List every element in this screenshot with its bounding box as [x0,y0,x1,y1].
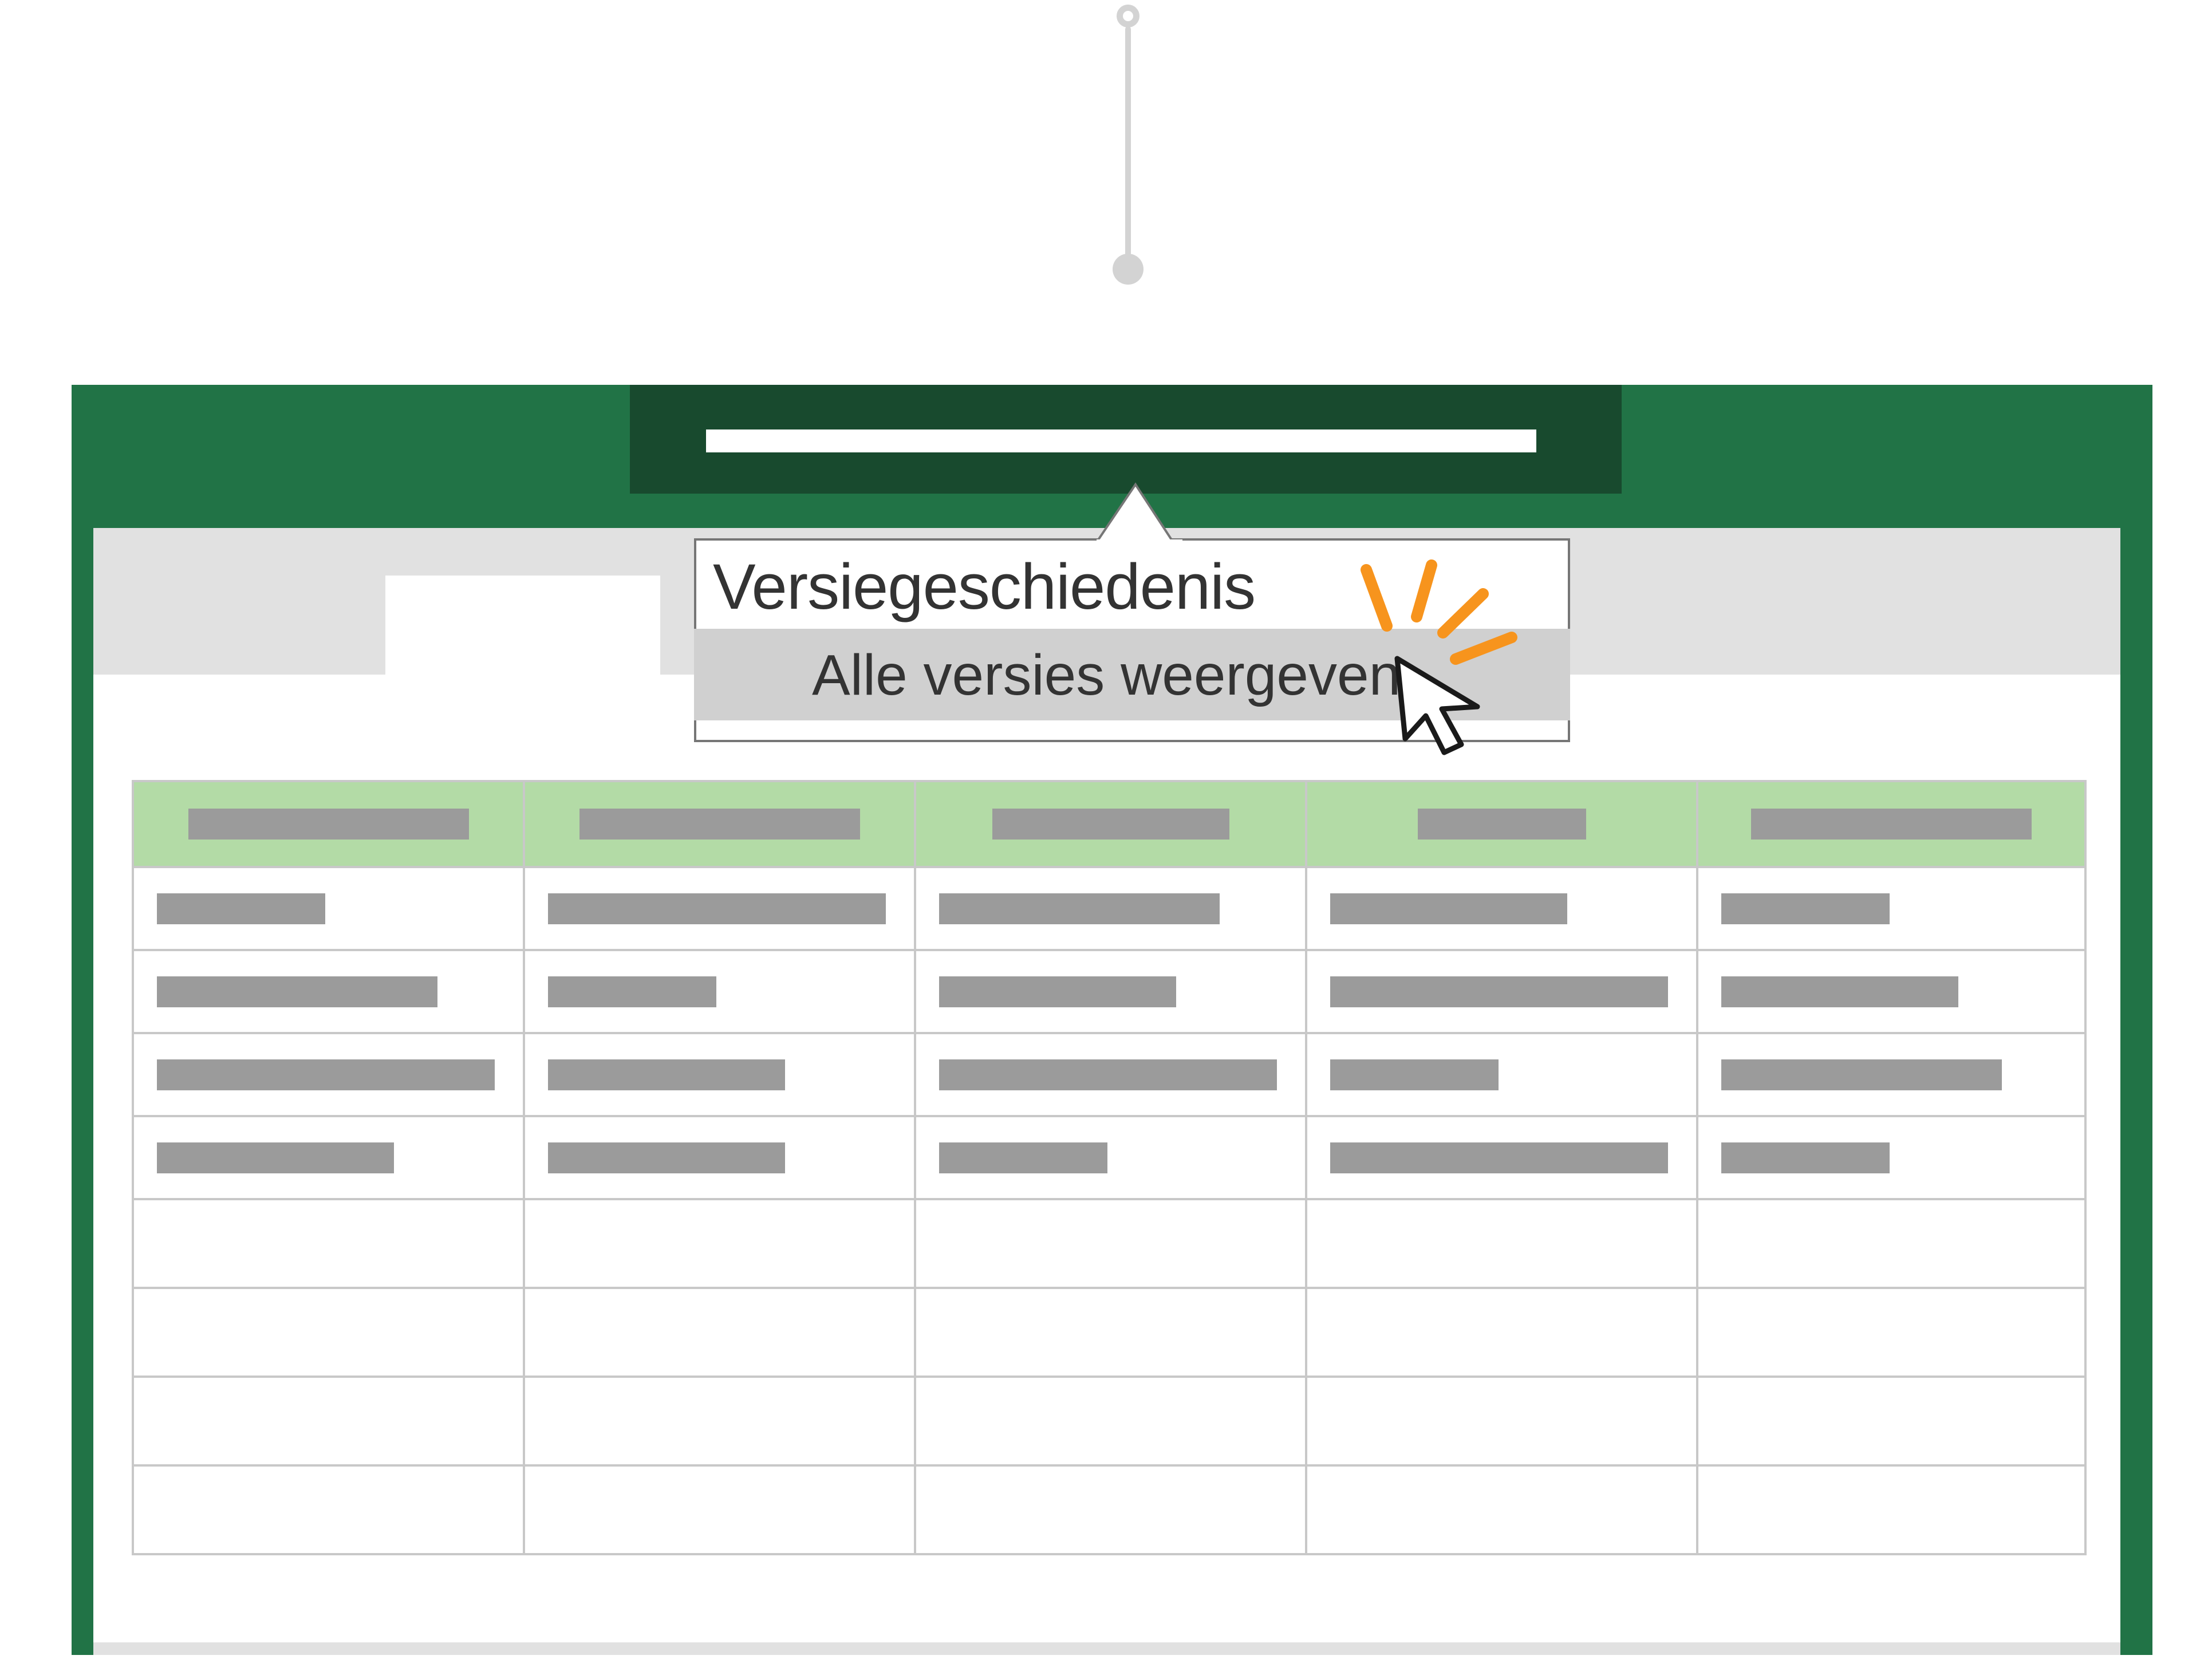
view-all-versions-label: Alle versies weergeven [812,643,1401,707]
header-cell[interactable] [523,780,916,868]
table-cell[interactable] [1696,1287,2087,1378]
table-cell[interactable] [1696,866,2087,951]
table-cell[interactable] [1696,1376,2087,1467]
table-row [132,1376,2087,1467]
file-name-placeholder [706,429,1536,452]
table-cell[interactable] [523,1464,916,1555]
table-cell[interactable] [132,1115,525,1200]
table-row [132,866,2087,951]
table-cell[interactable] [1305,1287,1698,1378]
table-header-row [132,780,2087,868]
pin-icon [1113,254,1144,285]
table-cell[interactable] [1305,866,1698,951]
table-row [132,1198,2087,1289]
header-cell[interactable] [914,780,1307,868]
table-row [132,1464,2087,1555]
table-cell[interactable] [1305,1115,1698,1200]
ribbon-tab-active[interactable] [385,576,660,675]
table-cell[interactable] [523,1032,916,1117]
pin-string [1125,26,1131,267]
table-cell[interactable] [1696,1115,2087,1200]
table-cell[interactable] [523,1115,916,1200]
table-cell[interactable] [1696,1464,2087,1555]
table-cell[interactable] [523,1287,916,1378]
table-cell[interactable] [523,1376,916,1467]
table-cell[interactable] [1305,1032,1698,1117]
table-cell[interactable] [523,1198,916,1289]
table-cell[interactable] [914,1115,1307,1200]
table-row [132,949,2087,1034]
table-cell[interactable] [523,866,916,951]
table-cell[interactable] [914,1376,1307,1467]
table-cell[interactable] [1696,1032,2087,1117]
table-cell[interactable] [914,1287,1307,1378]
table-cell[interactable] [914,1032,1307,1117]
table-cell[interactable] [1305,1464,1698,1555]
table-row [132,1032,2087,1117]
table-cell[interactable] [914,949,1307,1034]
table-cell[interactable] [914,1464,1307,1555]
menu-title: Versiegeschiedenis [713,551,1256,622]
header-cell[interactable] [1305,780,1698,868]
click-sparks-icon [1351,553,1546,670]
table-cell[interactable] [1305,1376,1698,1467]
table-row [132,1115,2087,1200]
table-cell[interactable] [1696,1198,2087,1289]
table-cell[interactable] [132,1376,525,1467]
header-cell[interactable] [1696,780,2087,868]
table-cell[interactable] [1305,1198,1698,1289]
table-cell[interactable] [132,1287,525,1378]
table-cell[interactable] [132,866,525,951]
table-cell[interactable] [1696,949,2087,1034]
table-cell[interactable] [132,1032,525,1117]
table-cell[interactable] [132,1464,525,1555]
header-cell[interactable] [132,780,525,868]
table-cell[interactable] [132,949,525,1034]
table-cell[interactable] [914,866,1307,951]
table-cell[interactable] [523,949,916,1034]
table-cell[interactable] [914,1198,1307,1289]
table-row [132,1287,2087,1378]
table-cell[interactable] [132,1198,525,1289]
table-cell[interactable] [1305,949,1698,1034]
spreadsheet-grid [132,780,2087,1555]
pin-ring-icon [1117,5,1139,27]
worksheet-footer [93,1642,2120,1655]
mouse-pointer-icon [1386,647,1489,764]
